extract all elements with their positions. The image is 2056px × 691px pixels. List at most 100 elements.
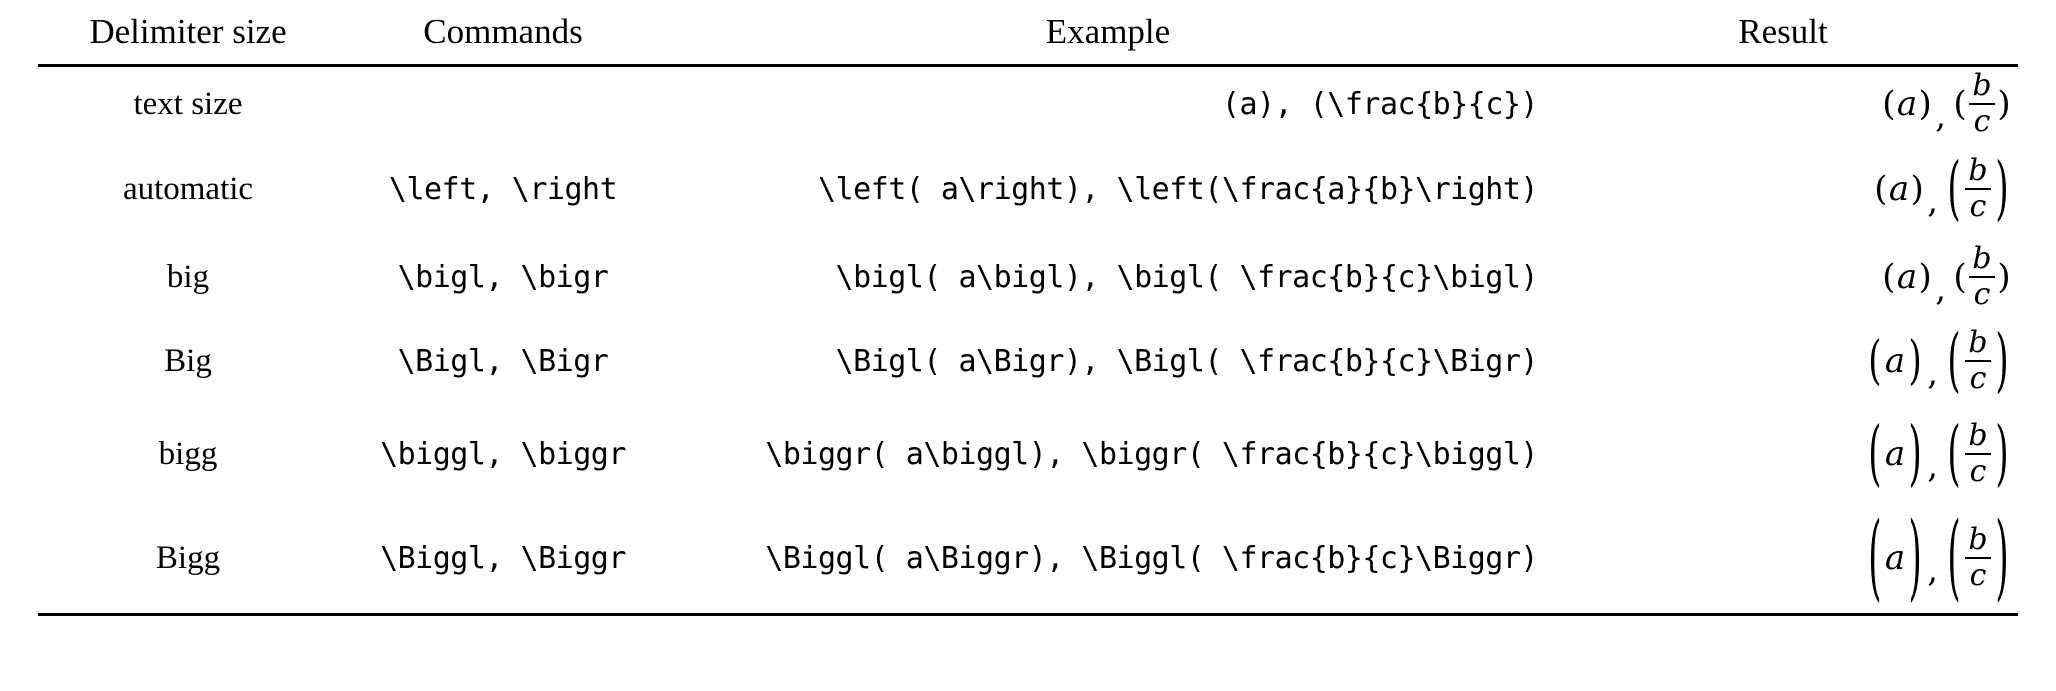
fraction-numerator: b xyxy=(1972,68,1992,103)
table-row: big \bigl, \bigr \bigl( a\bigl), \bigl( … xyxy=(38,237,2018,317)
math-group-simple: ( a ) xyxy=(1873,172,1925,206)
math-variable-a: a xyxy=(1884,434,1906,474)
cell-example: \bigl( a\bigl), \bigl( \frac{b}{c}\bigl) xyxy=(835,259,1539,295)
math-comma: , xyxy=(1935,269,1946,309)
delimiter-size-table: Delimiter size Commands Example Result t… xyxy=(38,8,2018,616)
fraction-denominator: c xyxy=(1969,361,1987,396)
open-paren-icon: ( xyxy=(1882,257,1896,297)
table-row: Big \Bigl, \Bigr \Bigl( a\Bigr), \Bigl( … xyxy=(38,317,2018,405)
header-row: Delimiter size Commands Example Result xyxy=(38,8,2018,67)
math-variable-a: a xyxy=(1896,84,1918,124)
open-paren-icon: ( xyxy=(1947,320,1961,402)
math-variable-a: a xyxy=(1884,341,1906,381)
math-group-fraction: ( b c ) xyxy=(1944,148,2012,230)
math-comma: , xyxy=(1927,181,1938,221)
fraction-bar xyxy=(1965,453,1991,455)
cell-commands xyxy=(338,66,668,142)
fraction-denominator: c xyxy=(1969,454,1987,489)
close-paren-icon: ) xyxy=(1997,84,2011,124)
math-variable-a: a xyxy=(1884,538,1906,578)
math-variable-a: a xyxy=(1896,257,1918,297)
math-group-simple: ( a ) xyxy=(1865,418,1925,489)
cell-example: \Bigl( a\Bigr), \Bigl( \frac{b}{c}\Bigr) xyxy=(835,343,1539,379)
math-variable-a: a xyxy=(1888,169,1910,209)
open-paren-icon: ( xyxy=(1953,257,1967,297)
column-header-example: Example xyxy=(668,8,1548,67)
column-header-commands: Commands xyxy=(338,8,668,67)
cell-commands: \biggl, \biggr xyxy=(380,436,626,472)
open-paren-icon: ( xyxy=(1868,412,1882,496)
cell-delimiter-size: big xyxy=(166,258,210,295)
math-expression: ( a ) , ( b c ) xyxy=(1873,148,2012,230)
fraction: b c xyxy=(1965,525,1991,591)
close-paren-icon: ) xyxy=(1995,503,2009,613)
fraction: b c xyxy=(1965,328,1991,394)
fraction: b c xyxy=(1965,156,1991,222)
column-header-result: Result xyxy=(1548,8,2018,67)
cell-result: ( a ) , ( b c ) xyxy=(1548,503,2018,616)
cell-example: (a), (\frac{b}{c}) xyxy=(1221,86,1539,122)
cell-commands: \left, \right xyxy=(388,171,618,207)
math-group-fraction: ( b c ) xyxy=(1952,71,2012,137)
fraction-bar xyxy=(1965,557,1991,559)
math-group-fraction: ( b c ) xyxy=(1944,511,2012,605)
fraction: b c xyxy=(1969,71,1995,137)
math-comma: , xyxy=(1927,550,1938,590)
cell-example: \left( a\right), \left(\frac{a}{b}\right… xyxy=(817,171,1539,207)
cell-delimiter-size: text size xyxy=(133,85,243,122)
math-group-simple: ( a ) xyxy=(1865,511,1925,605)
open-paren-icon: ( xyxy=(1882,84,1896,124)
math-expression: ( a ) , ( b c ) xyxy=(1865,511,2012,605)
math-group-simple: ( a ) xyxy=(1865,335,1925,388)
fraction-numerator: b xyxy=(1972,241,1992,276)
math-group-simple: ( a ) xyxy=(1881,260,1933,294)
cell-delimiter-size: Big xyxy=(164,342,212,379)
fraction-denominator: c xyxy=(1973,104,1991,139)
cell-result: ( a ) , ( b c ) xyxy=(1548,66,2018,142)
open-paren-icon: ( xyxy=(1947,148,1961,230)
math-group-fraction: ( b c ) xyxy=(1952,244,2012,310)
open-paren-icon: ( xyxy=(1947,503,1961,613)
fraction-denominator: c xyxy=(1973,277,1991,312)
fraction: b c xyxy=(1965,421,1991,487)
fraction-numerator: b xyxy=(1968,325,1988,360)
open-paren-icon: ( xyxy=(1868,503,1882,613)
math-expression: ( a ) , ( b c ) xyxy=(1865,412,2012,496)
cell-result: ( a ) , ( b c ) xyxy=(1548,405,2018,503)
cell-result: ( a ) , ( b c ) xyxy=(1548,141,2018,237)
cell-delimiter-size: Bigg xyxy=(38,503,338,616)
fraction-numerator: b xyxy=(1968,522,1988,557)
math-group-fraction: ( b c ) xyxy=(1944,412,2012,496)
fraction-numerator: b xyxy=(1968,418,1988,453)
close-paren-icon: ) xyxy=(1908,412,1922,496)
cell-commands: \bigl, \bigr xyxy=(397,259,609,295)
cell-result: ( a ) , ( b c ) xyxy=(1548,317,2018,405)
fraction-bar xyxy=(1969,276,1995,278)
fraction-denominator: c xyxy=(1969,558,1987,593)
table-header: Delimiter size Commands Example Result xyxy=(38,8,2018,67)
table-row: text size (a), (\frac{b}{c}) ( a ) , ( xyxy=(38,66,2018,142)
close-paren-icon: ) xyxy=(1910,169,1924,209)
fraction-bar xyxy=(1965,360,1991,362)
open-paren-icon: ( xyxy=(1874,169,1888,209)
math-group-fraction: ( b c ) xyxy=(1944,320,2012,402)
fraction-numerator: b xyxy=(1968,153,1988,188)
open-paren-icon: ( xyxy=(1953,84,1967,124)
math-expression: ( a ) , ( b c ) xyxy=(1881,244,2012,310)
close-paren-icon: ) xyxy=(1995,320,2009,402)
cell-delimiter-size: bigg xyxy=(158,435,218,472)
table-row: automatic \left, \right \left( a\right),… xyxy=(38,141,2018,237)
math-comma: , xyxy=(1927,353,1938,393)
cell-commands: \Biggl, \Biggr xyxy=(338,503,668,616)
close-paren-icon: ) xyxy=(1997,257,2011,297)
cell-example: \Biggl( a\Biggr), \Biggl( \frac{b}{c}\Bi… xyxy=(668,503,1548,616)
math-comma: , xyxy=(1927,446,1938,486)
fraction: b c xyxy=(1969,244,1995,310)
table-body: text size (a), (\frac{b}{c}) ( a ) , ( xyxy=(38,66,2018,616)
close-paren-icon: ) xyxy=(1908,330,1922,392)
cell-result: ( a ) , ( b c ) xyxy=(1548,237,2018,317)
cell-example: \biggr( a\biggl), \biggr( \frac{b}{c}\bi… xyxy=(765,436,1538,472)
open-paren-icon: ( xyxy=(1947,412,1961,496)
close-paren-icon: ) xyxy=(1995,412,2009,496)
